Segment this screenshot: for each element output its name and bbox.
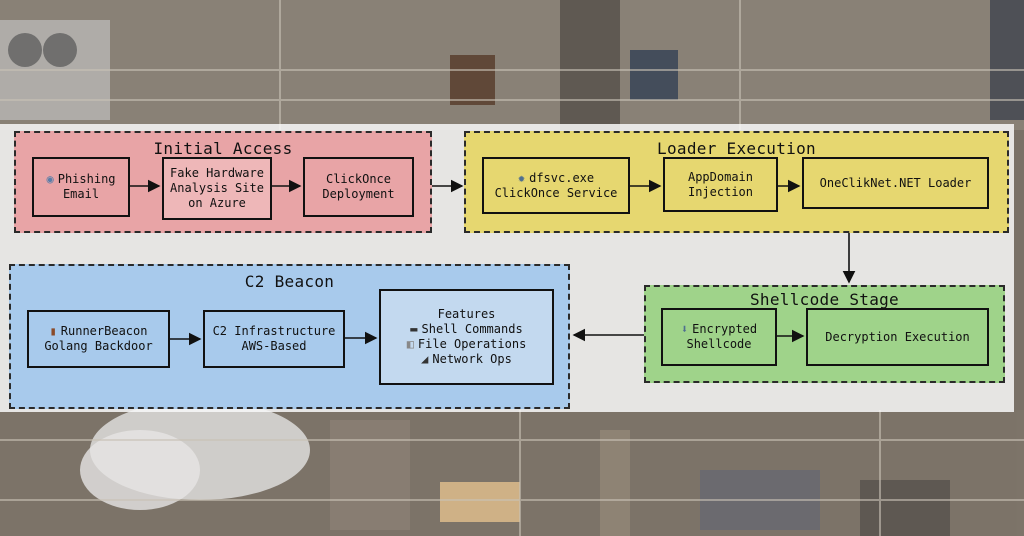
binary-icon: ▮ xyxy=(49,324,57,338)
fake-site-line3: on Azure xyxy=(188,196,246,210)
network-icon: ◢ xyxy=(421,352,429,366)
phishing-label-line2: Email xyxy=(62,187,100,201)
features-box: Features ▬Shell Commands ◧File Operation… xyxy=(379,289,554,385)
phishing-email-box: ◉Phishing Email xyxy=(32,157,130,217)
runnerbeacon-box: ▮RunnerBeacon Golang Backdoor xyxy=(27,310,170,368)
appdomain-line1: AppDomain xyxy=(687,169,754,184)
terminal-icon: ▬ xyxy=(410,322,418,336)
mail-icon: ◉ xyxy=(46,172,54,186)
oneclicknet-loader-box: OneClikNet.NET Loader xyxy=(802,157,989,209)
gear-icon: ✹ xyxy=(517,170,526,185)
infra-line1: C2 Infrastructure xyxy=(212,324,336,338)
appdomain-injection-box: AppDomain Injection xyxy=(663,157,778,212)
encrypted-shellcode-box: ⬇Encrypted Shellcode xyxy=(661,308,777,366)
stage-title-shellcode: Shellcode Stage xyxy=(750,290,899,309)
appdomain-line2: Injection xyxy=(687,184,754,199)
phishing-label-line1: Phishing xyxy=(57,172,116,186)
stage-title-initial-access: Initial Access xyxy=(153,139,293,158)
infra-line2: AWS-Based xyxy=(241,339,307,353)
fake-site-line2: Analysis Site xyxy=(170,181,264,195)
stage-title-c2-beacon: C2 Beacon xyxy=(244,272,335,291)
decryption-execution-box: Decryption Execution xyxy=(806,308,989,366)
dfsvc-clickonce-service-box: ✹dfsvc.exe ClickOnce Service xyxy=(482,157,630,214)
runner-line2: Golang Backdoor xyxy=(44,339,153,353)
fake-hardware-site-box: Fake Hardware Analysis Site on Azure xyxy=(162,157,272,220)
decryption-line1: Decryption Execution xyxy=(825,329,970,344)
encrypted-line2: Shellcode xyxy=(686,337,752,351)
folder-icon: ◧ xyxy=(406,337,414,351)
runner-line1: RunnerBeacon xyxy=(60,324,148,338)
stage-title-loader-execution: Loader Execution xyxy=(657,139,816,158)
dfsvc-line2: ClickOnce Service xyxy=(494,185,618,200)
feature-shell-commands: Shell Commands xyxy=(421,322,523,336)
loader-line1: OneClikNet.NET Loader xyxy=(819,175,972,190)
c2-infrastructure-box: C2 Infrastructure AWS-Based xyxy=(203,310,345,368)
fake-site-line1: Fake Hardware xyxy=(170,166,264,180)
download-icon: ⬇ xyxy=(680,322,689,336)
dfsvc-line1: dfsvc.exe xyxy=(529,170,595,185)
clickonce-line2: Deployment xyxy=(322,187,395,201)
clickonce-deployment-box: ClickOnce Deployment xyxy=(303,157,414,217)
feature-file-operations: File Operations xyxy=(417,337,527,351)
clickonce-line1: ClickOnce xyxy=(325,172,392,186)
features-heading: Features xyxy=(437,307,496,321)
encrypted-line1: Encrypted xyxy=(692,322,758,336)
feature-network-ops: Network Ops xyxy=(432,352,512,366)
